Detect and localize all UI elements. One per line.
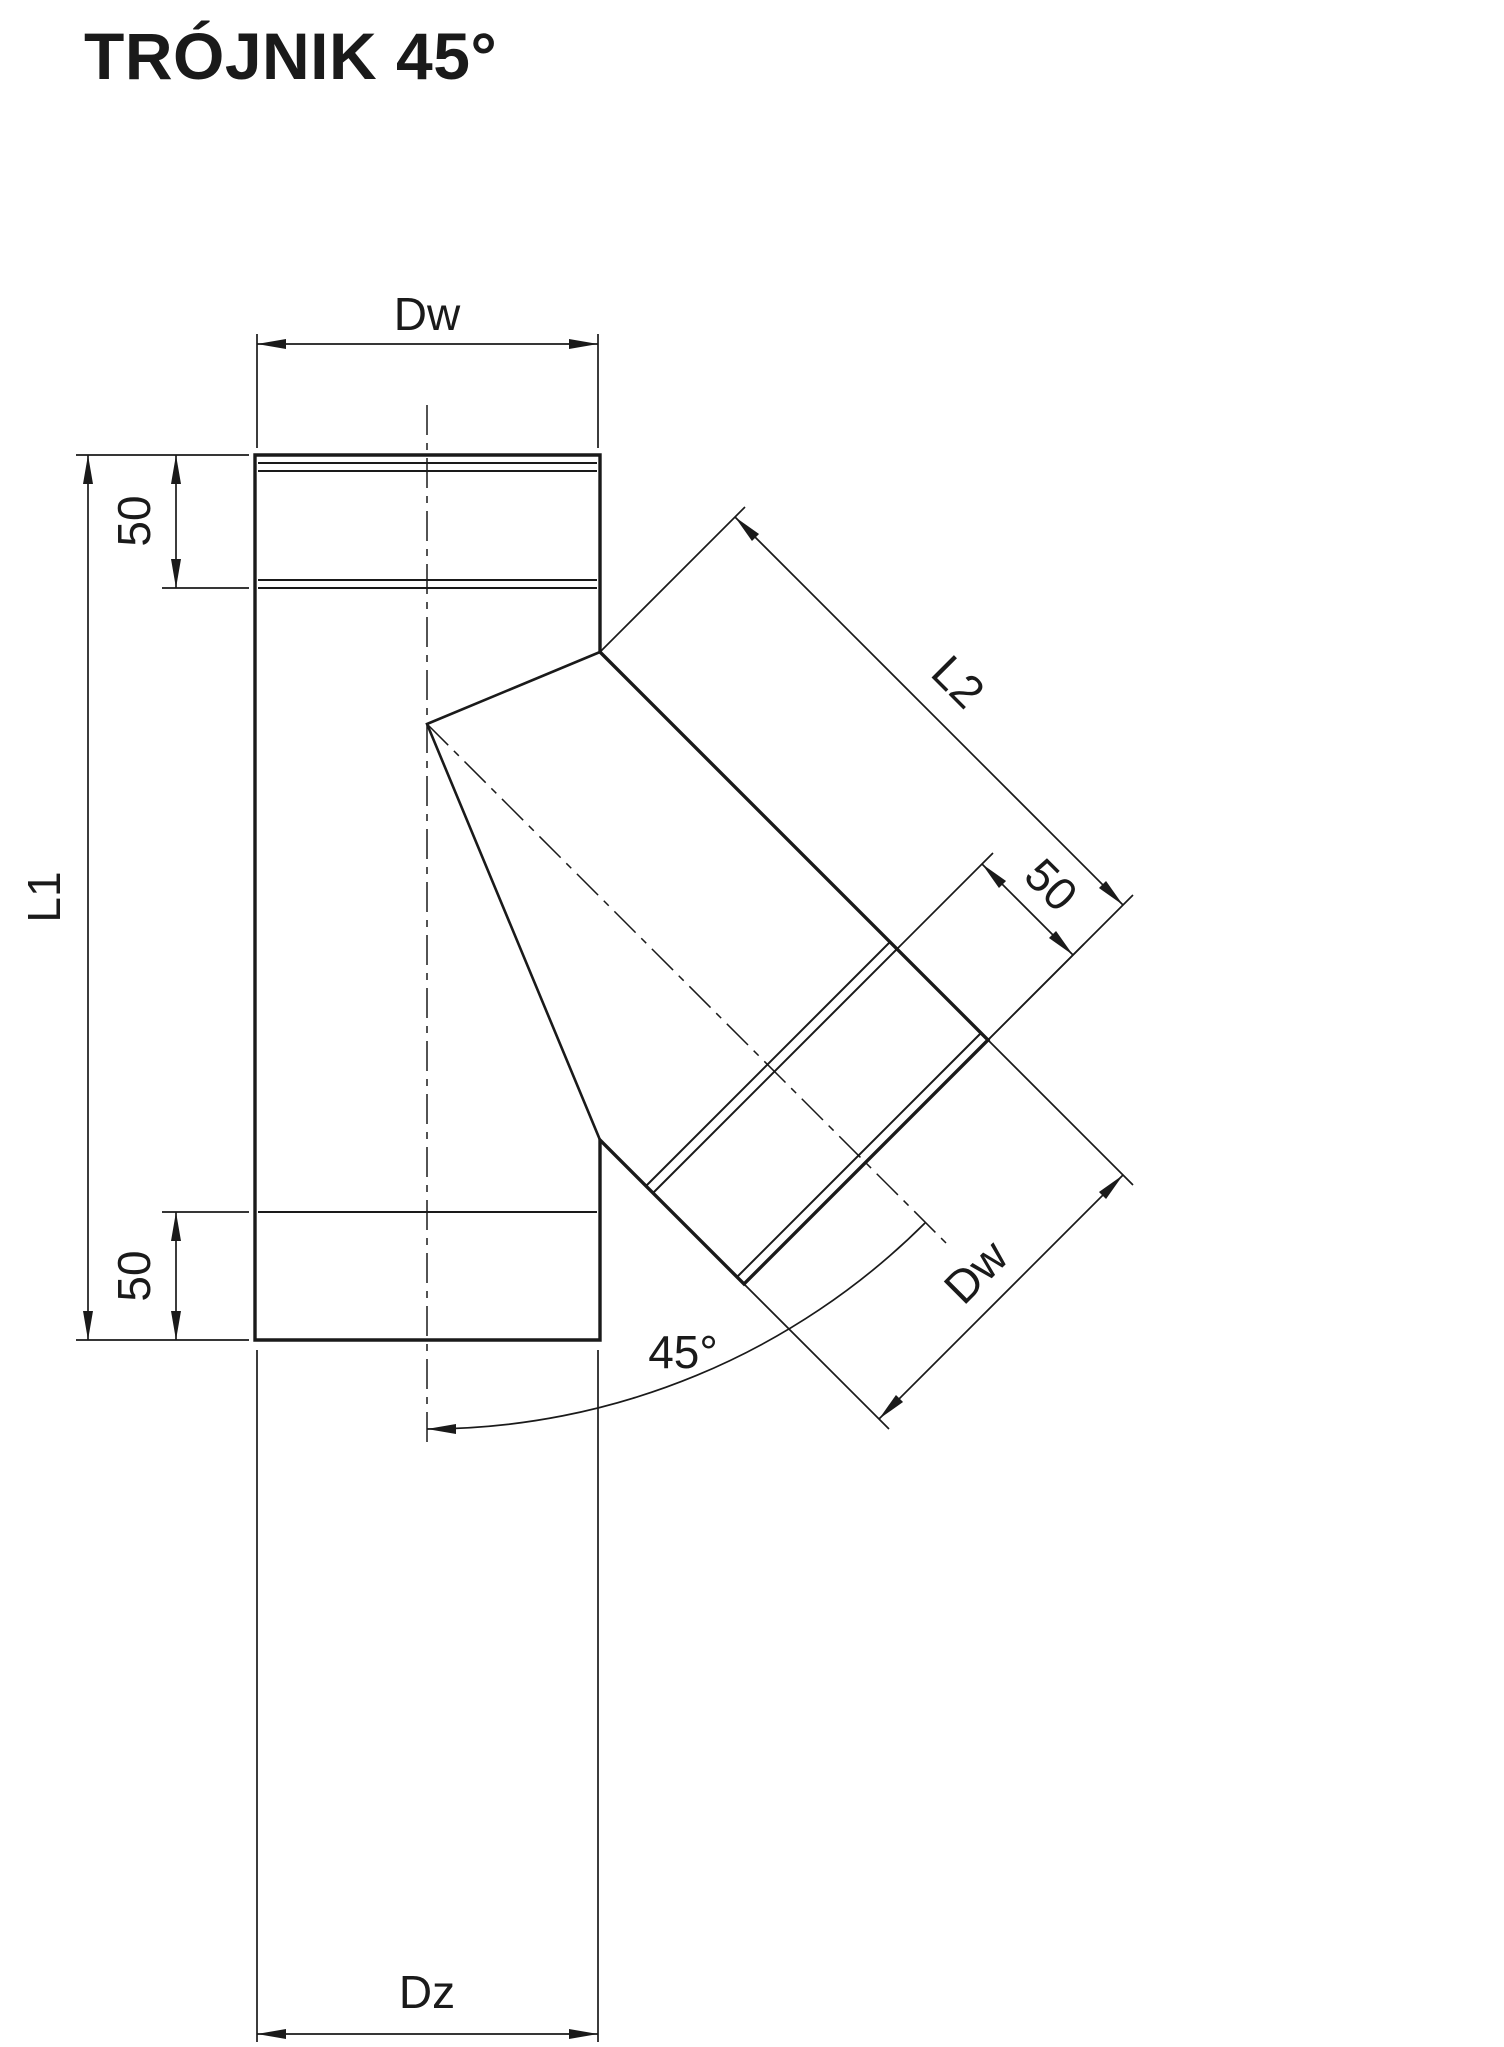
dimension-l2: L2	[599, 506, 1134, 1041]
label-dw-top: Dw	[394, 288, 461, 340]
dim-angle-arc	[426, 1222, 926, 1434]
label-angle: 45°	[648, 1326, 718, 1378]
dimension-dw-top: Dw	[256, 288, 599, 448]
dimension-socket-bottom: 50	[108, 1211, 249, 1340]
dim-dw-branch-extension-lines	[743, 1039, 1134, 1430]
dim-socket-top-extension-lines	[76, 454, 249, 589]
dim-l2-extension-lines	[599, 506, 1134, 1041]
label-dw-branch: Dw	[934, 1229, 1018, 1313]
dimensions: Dw 50 L1 50	[18, 288, 1134, 2042]
fitting-geometry	[253, 453, 991, 1342]
dimension-socket-top: 50	[76, 454, 249, 589]
dim-socket-branch-line	[981, 863, 1074, 956]
centerlines	[426, 405, 949, 1448]
dimension-socket-branch: 50	[896, 848, 1088, 1041]
label-socket-bottom: 50	[108, 1250, 160, 1301]
label-socket-top: 50	[108, 495, 160, 546]
label-l1: L1	[18, 871, 70, 922]
dimension-dz: Dz	[256, 1350, 599, 2042]
dimension-angle-45: 45°	[426, 1222, 926, 1434]
drawing-title: TRÓJNIK 45°	[84, 19, 498, 93]
dim-l2-line	[734, 516, 1124, 906]
branch-pipe-seam	[425, 650, 602, 1141]
dim-dw-branch-line	[878, 1174, 1124, 1420]
label-dz: Dz	[399, 1966, 455, 2018]
dim-dz-extension-lines	[256, 1350, 599, 2042]
label-l2: L2	[922, 645, 995, 718]
dim-socket-branch-extension-lines	[896, 852, 1085, 1041]
branch-centerline	[426, 723, 949, 1246]
dim-dw-top-extension-lines	[256, 334, 599, 448]
dimension-l1: L1	[18, 455, 249, 1341]
